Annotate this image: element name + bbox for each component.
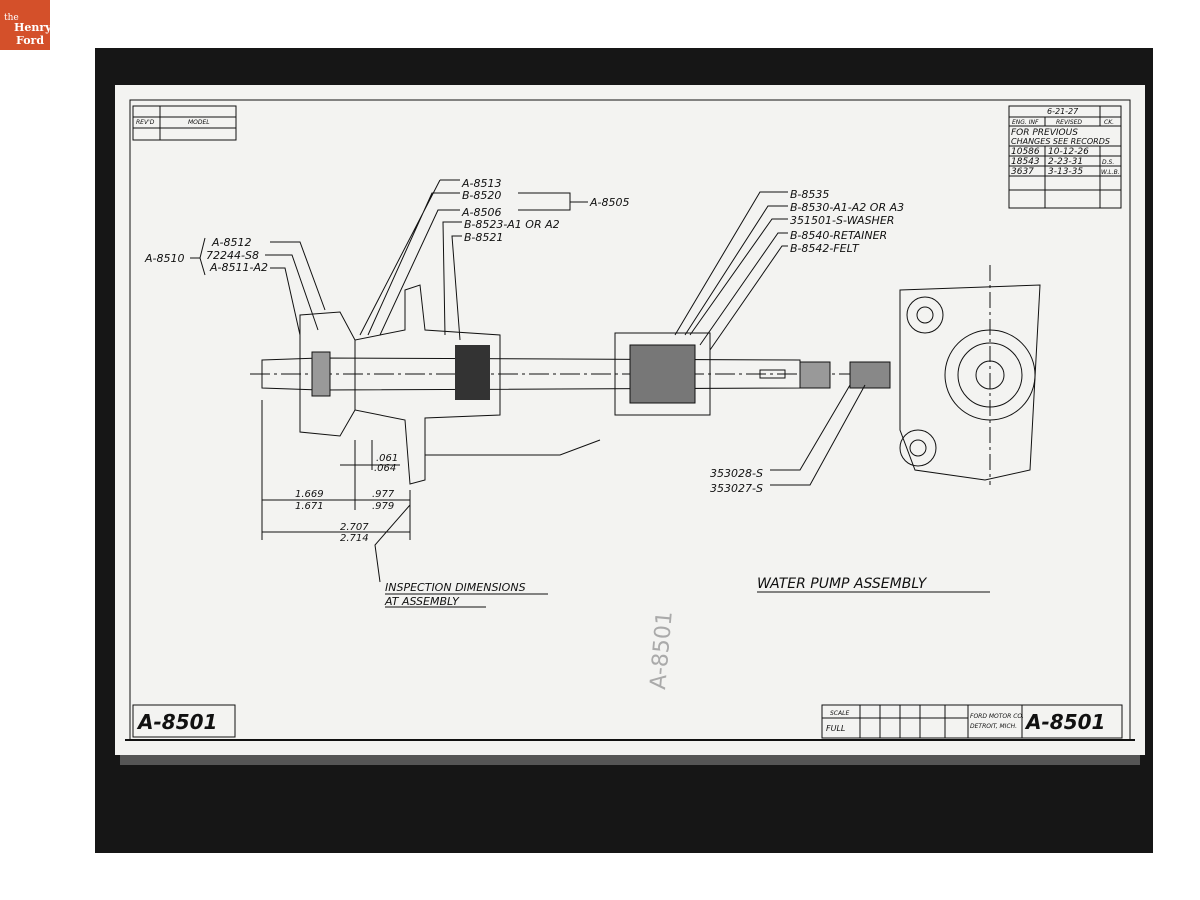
- dim-3-min: 2.707: [340, 522, 369, 533]
- callout-b8530: B-8530-A1-A2 OR A3: [790, 201, 904, 214]
- callout-a8511: A-8511-A2: [209, 261, 268, 274]
- drawing-number-right: A-8501: [1024, 710, 1105, 734]
- dim-1-max: 1.671: [295, 501, 324, 512]
- revision-date: 6-21-27: [1047, 107, 1079, 116]
- drawing-number-left: A-8501: [136, 710, 217, 734]
- logo-the: the: [4, 13, 19, 23]
- callout-b8535: B-8535: [790, 188, 829, 201]
- revision-table: 6-21-27 ENG. INF REVISED CK. FOR PREVIOU…: [1008, 105, 1122, 209]
- callout-retainer: B-8540-RETAINER: [790, 229, 887, 242]
- the-henry-ford-logo: the Henry Ford: [0, 0, 52, 50]
- callout-a8505: A-8505: [589, 196, 630, 209]
- title-block: SCALE FULL FORD MOTOR CO. DETROIT, MICH.…: [821, 704, 1123, 739]
- dim-gap-max: .064: [374, 463, 396, 474]
- callout-b8523: B-8523-A1 OR A2: [464, 218, 560, 231]
- rev-row-3-ck: W.L.B.: [1101, 169, 1120, 176]
- rev-row-3-date: 3-13-35: [1048, 167, 1083, 177]
- model-label: MODEL: [188, 119, 210, 126]
- rev-row-2-ck: D.S.: [1102, 159, 1114, 166]
- company-city: DETROIT, MICH.: [970, 723, 1017, 730]
- header-eng-inf: ENG. INF: [1012, 119, 1039, 126]
- callout-b8520: B-8520: [462, 189, 501, 202]
- records-note-2: CHANGES SEE RECORDS: [1011, 137, 1110, 146]
- pump-body: [899, 284, 1041, 481]
- dim-2-max: .979: [372, 501, 394, 512]
- bearing-retainer: [614, 332, 711, 416]
- inspection-note-2: AT ASSEMBLY: [384, 595, 460, 608]
- drawing-sheet: [115, 85, 1145, 755]
- records-note-1: FOR PREVIOUS: [1011, 128, 1078, 138]
- drawing-title: WATER PUMP ASSEMBLY: [757, 576, 928, 592]
- company-name: FORD MOTOR CO.: [970, 713, 1024, 720]
- callout-a8506: A-8506: [461, 206, 502, 219]
- callout-a8510: A-8510: [144, 252, 185, 265]
- logo-henry: Henry: [14, 21, 52, 34]
- coupling: [849, 361, 891, 389]
- rev-row-1-eng: 10586: [1011, 147, 1040, 157]
- scale-value: FULL: [826, 724, 845, 733]
- callout-felt: B-8542-FELT: [790, 242, 860, 255]
- rev-label: REV'D: [136, 119, 155, 126]
- pump-shaft-drawing: [250, 265, 1041, 485]
- packing: [455, 345, 490, 400]
- dim-1-min: 1.669: [295, 489, 324, 500]
- scale-label: SCALE: [830, 710, 849, 717]
- callout-353028s: 353028-S: [710, 467, 763, 480]
- dim-3-max: 2.714: [340, 533, 369, 544]
- leader-lines: [190, 179, 866, 583]
- callout-washer: 351501-S-WASHER: [790, 214, 894, 227]
- header-ck: CK.: [1104, 119, 1114, 126]
- rev-row-3-eng: 3637: [1011, 167, 1034, 177]
- callout-b8521: B-8521: [464, 231, 503, 244]
- callout-a8513: A-8513: [461, 177, 502, 190]
- callouts: A-8513 B-8520 A-8506 B-8523-A1 OR A2 B-8…: [144, 177, 904, 608]
- callout-72244-s8: 72244-S8: [206, 249, 259, 262]
- callout-a8512: A-8512: [211, 236, 252, 249]
- header-revised: REVISED: [1056, 119, 1082, 126]
- rev-row-2-date: 2-23-31: [1048, 157, 1083, 167]
- dim-2-min: .977: [372, 489, 395, 500]
- threaded-end: [799, 361, 831, 389]
- logo-ford: Ford: [16, 34, 45, 47]
- dim-gap-min: .061: [376, 453, 398, 464]
- inspection-note-1: INSPECTION DIMENSIONS: [385, 581, 526, 594]
- rev-row-1-date: 10-12-26: [1048, 147, 1089, 157]
- model-table: REV'D MODEL: [132, 105, 237, 141]
- callout-353027s: 353027-S: [710, 482, 763, 495]
- housing: [354, 284, 501, 485]
- dimension-lines: [261, 400, 411, 540]
- rev-row-2-eng: 18543: [1011, 157, 1040, 167]
